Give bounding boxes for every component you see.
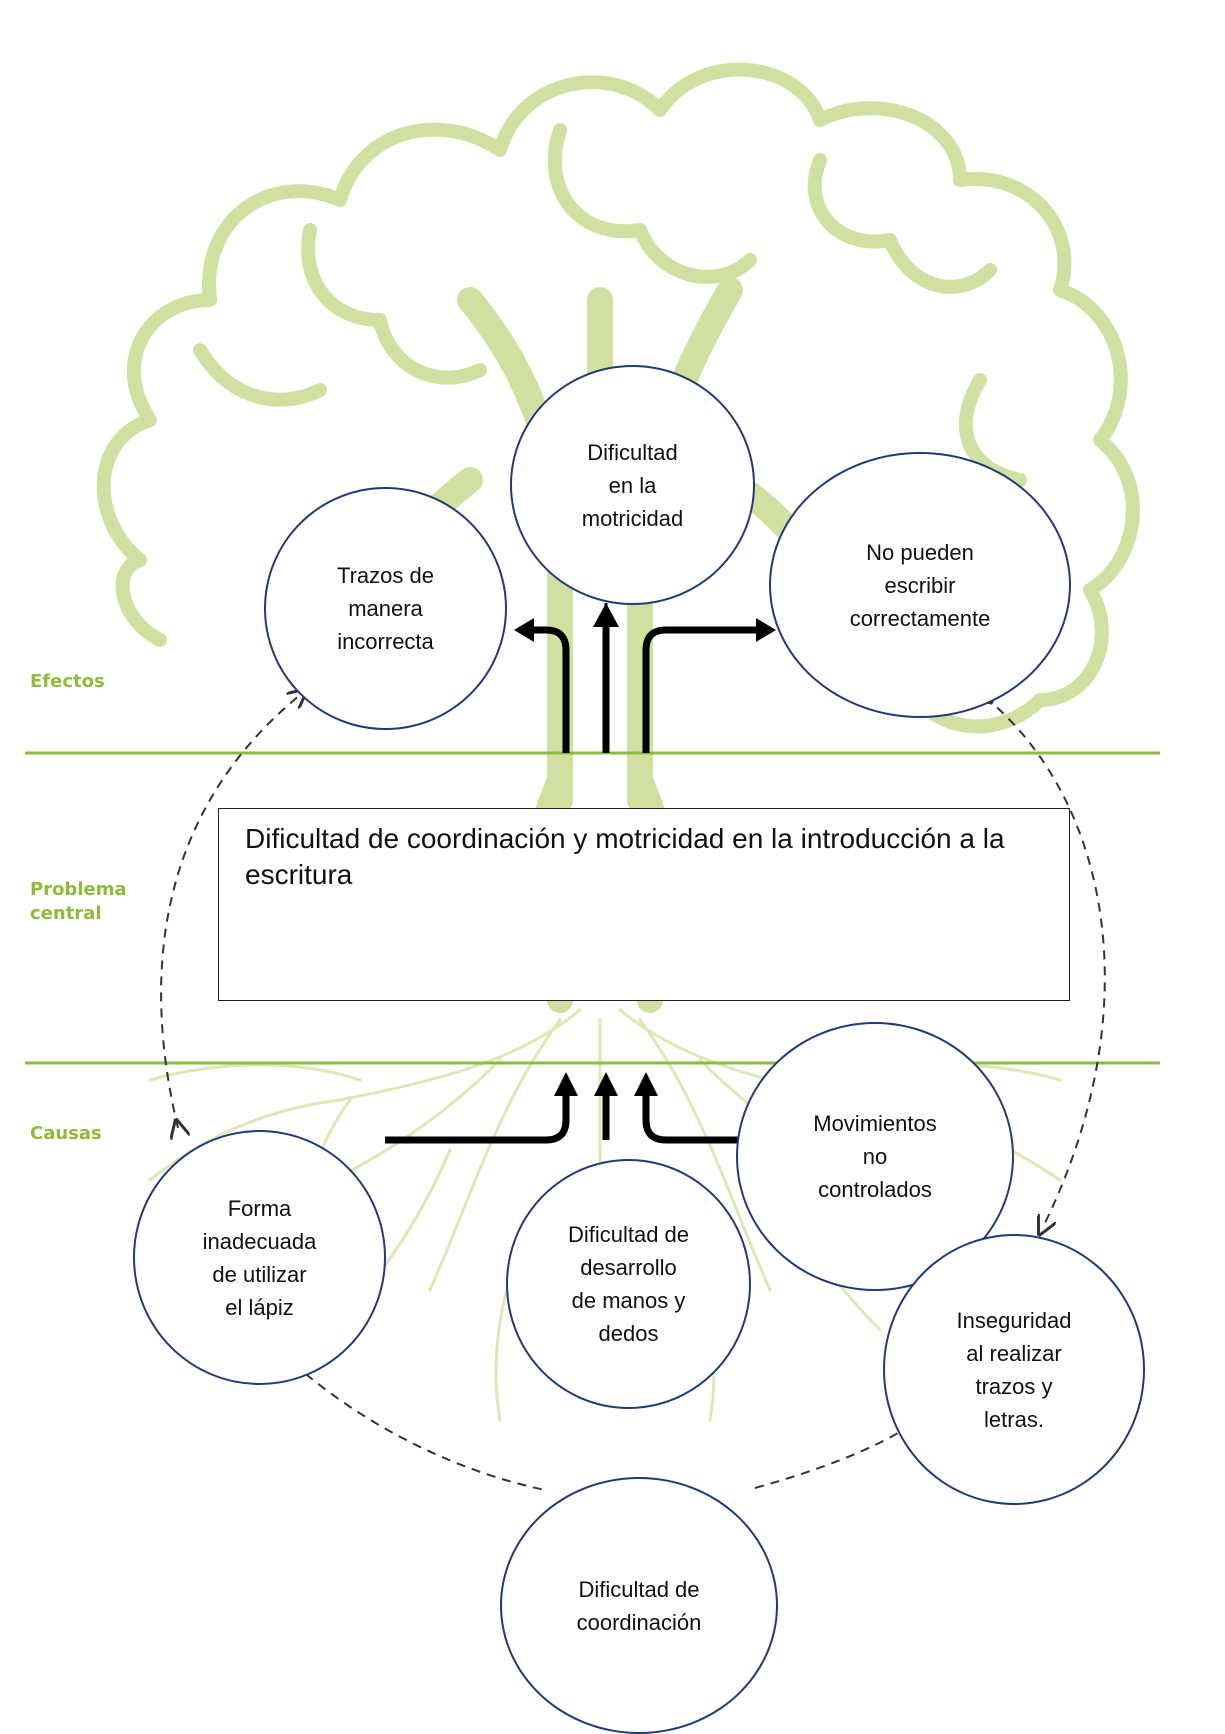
- cause-bubble-coordination: Dificultad de coordinación: [500, 1477, 778, 1734]
- cause-text: Dificultad de desarrollo de manos y dedo…: [567, 1222, 690, 1346]
- cause-bubble-pencil-use: Forma inadecuada de utilizar el lápiz: [133, 1130, 386, 1385]
- cause-bubble-insecurity: Inseguridad al realizar trazos y letras.: [883, 1234, 1145, 1505]
- label-central-problem: Problema central: [30, 879, 127, 924]
- effect-text: Dificultad en la motricidad: [581, 439, 684, 531]
- central-problem-box: Dificultad de coordinación y motricidad …: [218, 808, 1070, 1001]
- effect-bubble-writing: No pueden escribir correctamente: [769, 452, 1071, 718]
- effect-text: Trazos de manera incorrecta: [336, 563, 434, 654]
- label-causes: Causas: [30, 1123, 102, 1144]
- cause-text: Forma inadecuada de utilizar el lápiz: [202, 1195, 317, 1320]
- dashed-arrow-bottom-left: [270, 1342, 546, 1491]
- effect-text: No pueden escribir correctamente: [849, 539, 991, 631]
- cause-text: Dificultad de coordinación: [576, 1576, 702, 1635]
- cause-text: Inseguridad al realizar trazos y letras.: [956, 1307, 1072, 1432]
- cause-bubble-hands-fingers: Dificultad de desarrollo de manos y dedo…: [506, 1159, 751, 1409]
- effect-arrows: [514, 603, 776, 753]
- effect-bubble-motricity: Dificultad en la motricidad: [510, 365, 755, 605]
- dashed-arrow-right: [985, 697, 1106, 1227]
- cause-text: Movimientos no controlados: [813, 1111, 937, 1202]
- effect-bubble-strokes: Trazos de manera incorrecta: [264, 487, 507, 730]
- dashed-arrow-bottom-right: [754, 1429, 904, 1489]
- dashed-arrow-left: [160, 695, 300, 1128]
- label-effects: Efectos: [30, 671, 105, 692]
